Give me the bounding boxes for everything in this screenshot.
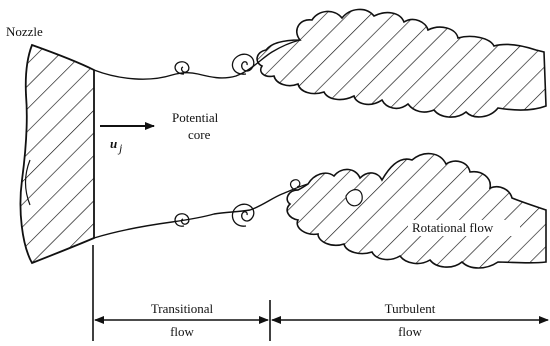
lower-vortex-1 [174,213,190,227]
turbulent-gap [345,189,363,207]
velocity-subscript: j [117,141,123,155]
rotational-flow-label-bg [408,220,520,236]
potential-core-label-line1: Potential [172,110,219,125]
turbulent-label-line2: flow [398,324,422,339]
upper-vortex-2 [231,53,255,75]
transitional-label-line2: flow [170,324,194,339]
rotational-flow-label: Rotational flow [412,220,494,235]
lower-shear-layer [93,183,309,239]
lower-vortex-2 [231,203,255,227]
nozzle-shape [19,43,95,265]
lower-turbulent-region [286,152,547,269]
upper-vortex-1 [174,61,190,75]
lower-vortex-3 [289,179,301,191]
potential-core-label-line2: core [188,127,211,142]
transitional-label-line1: Transitional [151,301,214,316]
velocity-label: u [110,136,117,151]
upper-turbulent-region [256,8,547,118]
turbulent-label-line1: Turbulent [385,301,436,316]
nozzle-label: Nozzle [6,24,43,39]
